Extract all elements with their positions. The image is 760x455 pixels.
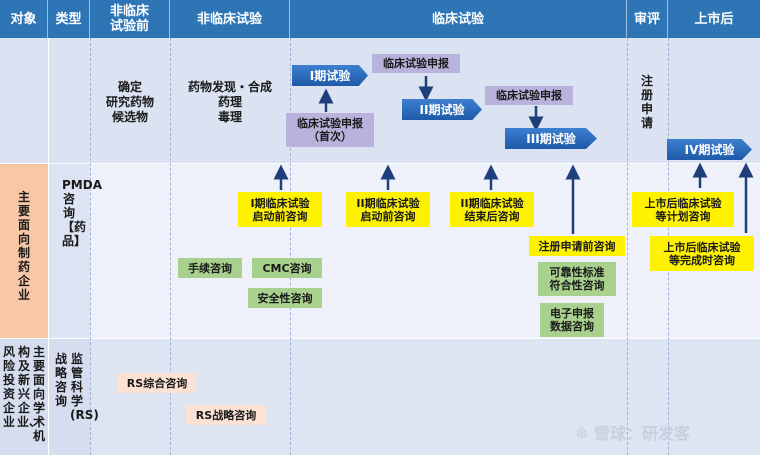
grid-hline-1 bbox=[0, 163, 760, 164]
header-clinical: 临床试验 bbox=[290, 0, 627, 38]
row3-object-label-col2: 构及新兴企业、 bbox=[17, 345, 42, 429]
row-rs-bg bbox=[0, 338, 760, 455]
row3-type-cell bbox=[48, 338, 90, 455]
header-post-market: 上市后 bbox=[668, 0, 760, 38]
row2-type-label: PMDA咨询【药品】 bbox=[62, 178, 102, 248]
consult-cmc: CMC咨询 bbox=[252, 258, 322, 278]
consult-p2-start: II期临床试验启动前咨询 bbox=[346, 192, 430, 227]
grid-vline-1 bbox=[48, 38, 49, 455]
grid-vline-2 bbox=[90, 38, 91, 455]
first-clinical-application-box: 临床试验申报（首次） bbox=[286, 113, 374, 147]
row3-object-label-col3: 主要面向学术机 bbox=[32, 345, 45, 443]
rs-general-consult: RS综合咨询 bbox=[118, 373, 196, 393]
candidate-stage-text: 确定 研究药物 候选物 bbox=[105, 80, 154, 124]
row2-object-label: 主要面向制药企业 bbox=[17, 190, 30, 302]
header-review: 审评 bbox=[627, 0, 668, 38]
row2-type-cell bbox=[48, 163, 90, 338]
consult-procedure: 手续咨询 bbox=[178, 258, 242, 278]
watermark-text: ❄ 雪球：研发客 bbox=[575, 424, 690, 443]
consult-e-submission: 电子申报数据咨询 bbox=[540, 303, 604, 337]
rs-strategy-consult: RS战略咨询 bbox=[186, 405, 266, 425]
consult-post-market-complete: 上市后临床试验等完成时咨询 bbox=[650, 236, 754, 271]
approval-stage-text: 注册申请 bbox=[640, 74, 653, 130]
consult-p2-end: II期临床试验结束后咨询 bbox=[450, 192, 534, 227]
clinical-application-box-3: 临床试验申报 bbox=[485, 86, 573, 105]
consult-reliability: 可靠性标准符合性咨询 bbox=[538, 262, 616, 296]
clinical-application-box-2: 临床试验申报 bbox=[372, 54, 460, 73]
header-preclinical: 非临床试验前 bbox=[90, 0, 170, 38]
phase-1-arrow: I期试验 bbox=[292, 65, 368, 86]
grid-vline-3 bbox=[170, 38, 171, 455]
row3-object-label-col1: 风险投资企业 bbox=[2, 345, 15, 429]
row2-object-cell bbox=[0, 163, 48, 338]
phase-2-arrow: II期试验 bbox=[402, 99, 482, 120]
consult-post-market-plan: 上市后临床试验等计划咨询 bbox=[632, 192, 734, 227]
grid-vline-4 bbox=[290, 38, 291, 455]
row3-type-label-col2: 监管科学(RS) bbox=[70, 352, 99, 422]
header-type: 类型 bbox=[48, 0, 90, 38]
header-object: 对象 bbox=[0, 0, 48, 38]
grid-hline-2 bbox=[0, 338, 760, 339]
discovery-stage-text: 药物发现・合成 药理 毒理 bbox=[187, 80, 272, 124]
header-nonclinical: 非临床试验 bbox=[170, 0, 290, 38]
grid-vline-5 bbox=[627, 38, 628, 455]
consult-p1-start: I期临床试验启动前咨询 bbox=[238, 192, 322, 227]
consult-safety: 安全性咨询 bbox=[248, 288, 322, 308]
phase-3-arrow: III期试验 bbox=[505, 128, 597, 149]
phase-4-arrow: IV期试验 bbox=[667, 139, 752, 160]
row3-type-label-col1: 战略咨询 bbox=[54, 352, 67, 408]
row3-object-cell bbox=[0, 338, 48, 455]
consult-pre-approval: 注册申请前咨询 bbox=[529, 236, 625, 256]
watermark-logo-icon: ❄ bbox=[575, 424, 594, 443]
